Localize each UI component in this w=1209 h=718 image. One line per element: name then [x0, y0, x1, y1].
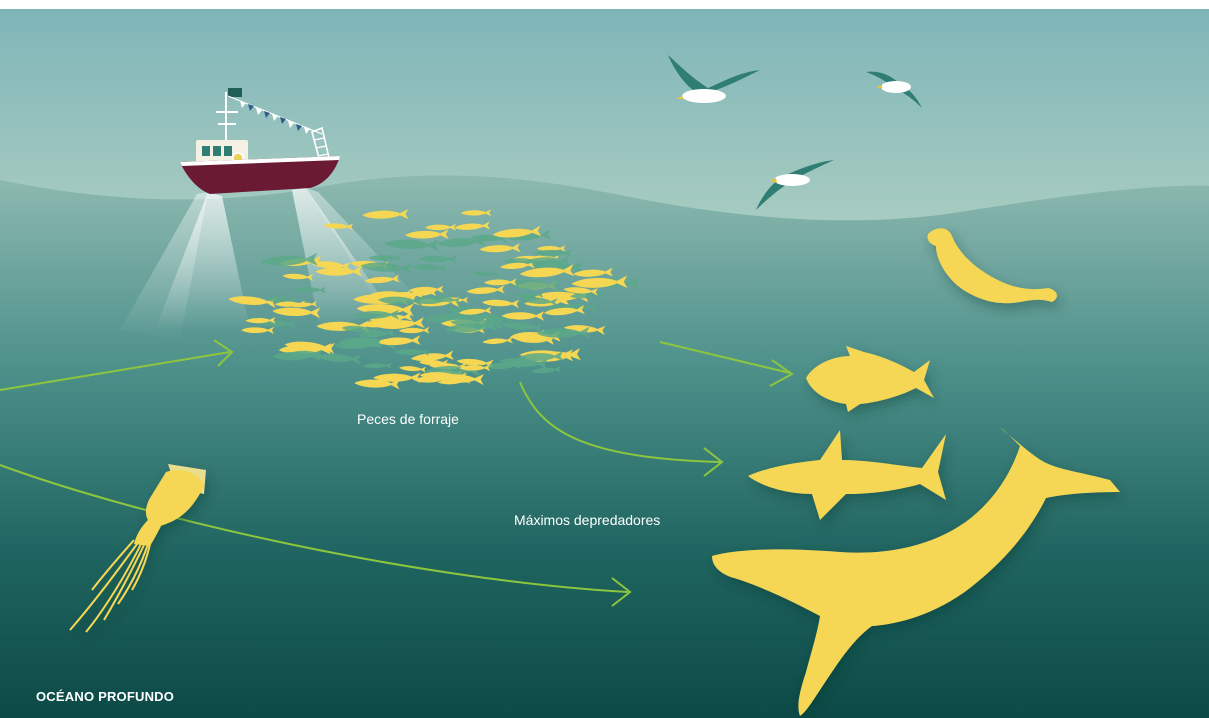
ocean-scene	[0, 9, 1209, 718]
label-deep-ocean: OCÉANO PROFUNDO	[36, 689, 174, 704]
food-chain-diagram: Peces de forraje Máximos depredadores OC…	[0, 9, 1209, 718]
label-top-predators: Máximos depredadores	[514, 512, 660, 528]
label-forage-fish: Peces de forraje	[357, 411, 459, 427]
